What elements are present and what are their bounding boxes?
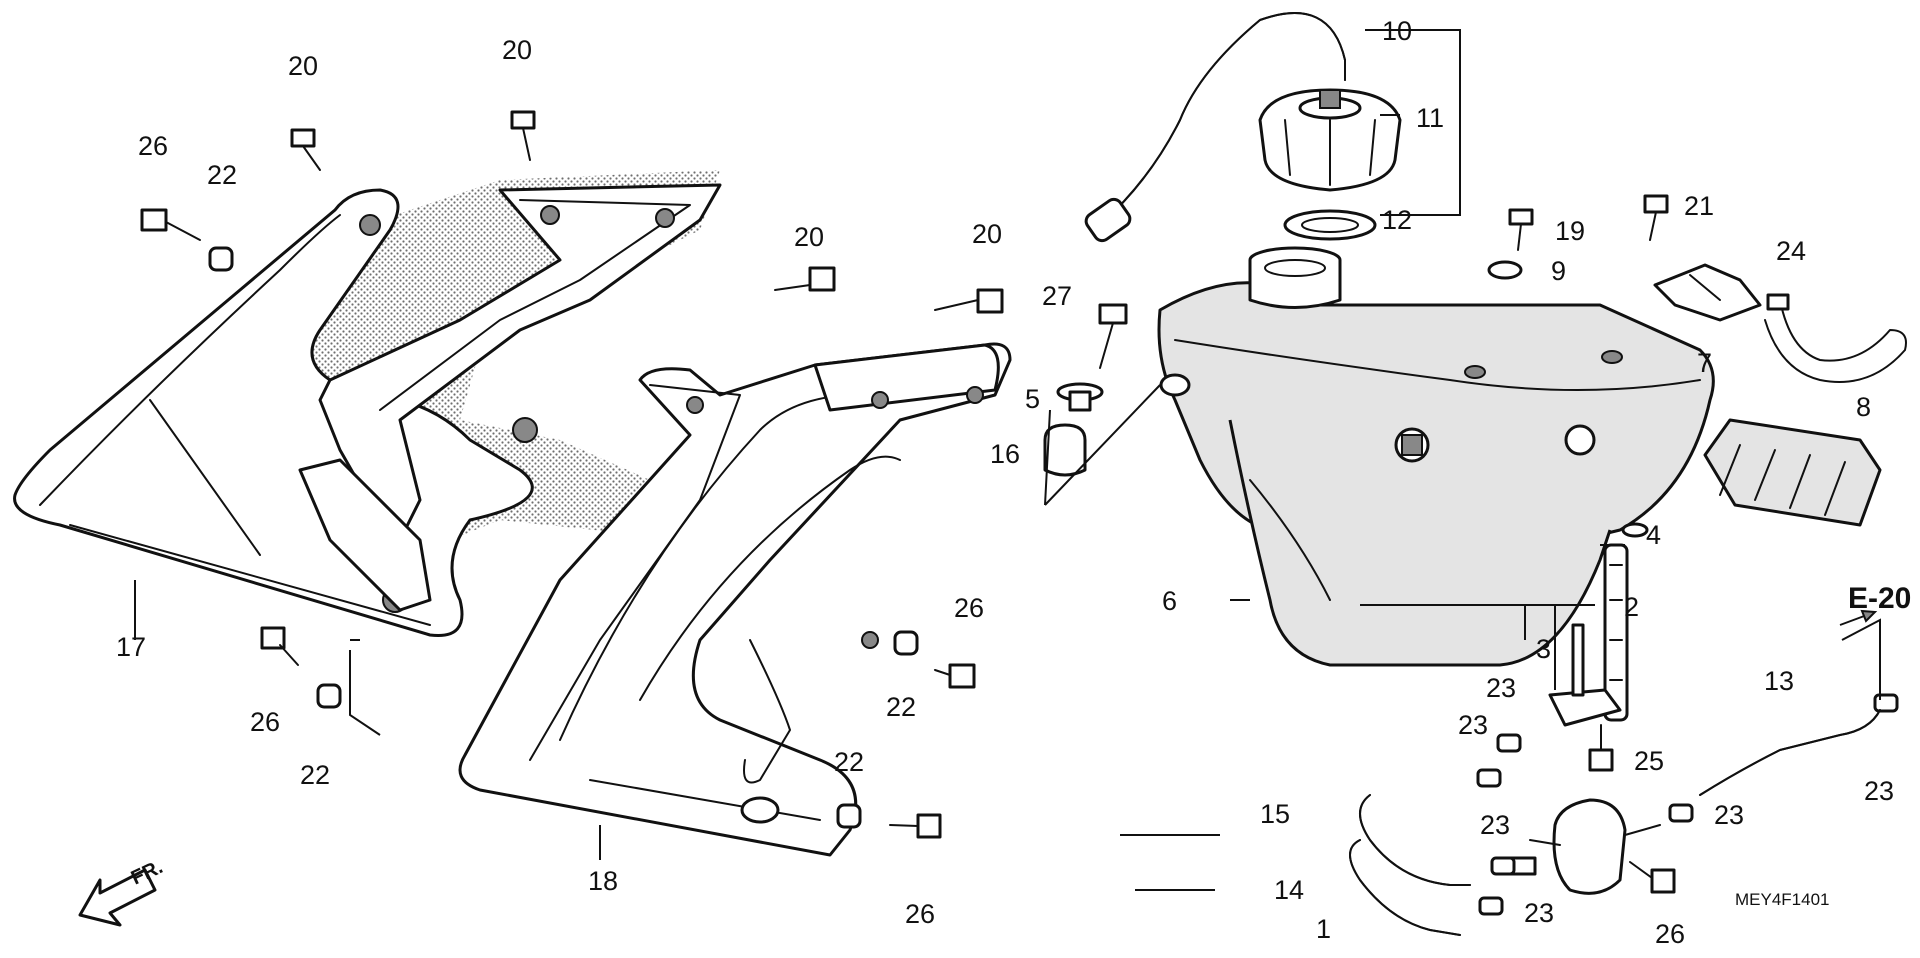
callout-25: 25 bbox=[1634, 746, 1664, 776]
callout-26-group: 26 26 26 26 26 bbox=[138, 131, 1685, 949]
callout-22-b: 22 bbox=[300, 760, 330, 790]
callout-22-c: 22 bbox=[886, 692, 916, 722]
callout-11: 11 bbox=[1416, 103, 1444, 133]
leader-lines bbox=[134, 29, 1881, 891]
callout-16: 16 bbox=[990, 439, 1020, 469]
callout-17: 17 bbox=[116, 632, 146, 662]
callout-22-a: 22 bbox=[207, 160, 237, 190]
callout-23-d: 23 bbox=[1524, 898, 1554, 928]
callout-7: 7 bbox=[1697, 348, 1712, 378]
fuel-tank-part-6 bbox=[1157, 246, 1715, 667]
callout-3: 3 bbox=[1536, 634, 1551, 664]
callout-26-e: 26 bbox=[1655, 919, 1685, 949]
callout-23-c: 23 bbox=[1480, 810, 1510, 840]
callout-20-c: 20 bbox=[794, 222, 824, 252]
callout-18: 18 bbox=[588, 866, 618, 896]
callout-23-group: 23 23 23 23 23 23 bbox=[1458, 673, 1894, 928]
callout-23-e: 23 bbox=[1714, 800, 1744, 830]
right-shroud-part-18 bbox=[458, 342, 1012, 857]
callout-23-a: 23 bbox=[1486, 673, 1516, 703]
callout-15: 15 bbox=[1260, 799, 1290, 829]
diagram-code: MEY4F1401 bbox=[1735, 890, 1830, 909]
callout-20-a: 20 bbox=[288, 51, 318, 81]
callout-14: 14 bbox=[1274, 875, 1304, 905]
callout-23-b: 23 bbox=[1458, 710, 1488, 740]
callout-13: 13 bbox=[1764, 666, 1794, 696]
callout-9: 9 bbox=[1551, 256, 1566, 286]
callout-26-a: 26 bbox=[138, 131, 168, 161]
reference-label: E-20 bbox=[1848, 582, 1911, 615]
front-direction-arrow-icon: FR. bbox=[78, 856, 166, 927]
callout-20-b: 20 bbox=[502, 35, 532, 65]
callout-21: 21 bbox=[1684, 191, 1714, 221]
callout-4: 4 bbox=[1646, 520, 1661, 550]
fuel-valve-and-hoses bbox=[1349, 543, 1899, 936]
callout-19: 19 bbox=[1555, 216, 1585, 246]
reference-pointer: E-20 bbox=[1839, 582, 1911, 626]
callout-6: 6 bbox=[1162, 586, 1177, 616]
callout-22-d: 22 bbox=[834, 747, 864, 777]
fuel-cap-assembly bbox=[1084, 12, 1402, 243]
callout-24: 24 bbox=[1776, 236, 1806, 266]
clip-band-pad bbox=[1653, 263, 1907, 527]
callout-26-d: 26 bbox=[905, 899, 935, 929]
callout-27: 27 bbox=[1042, 281, 1072, 311]
callout-22-group: 22 22 22 22 bbox=[207, 160, 916, 790]
callout-20-d: 20 bbox=[972, 219, 1002, 249]
callout-numbers: 1 2 3 4 5 6 7 8 9 10 11 12 13 14 15 16 1… bbox=[116, 16, 1894, 949]
fasteners bbox=[140, 110, 1676, 894]
callout-20-group: 20 20 20 20 bbox=[288, 35, 1002, 252]
callout-5: 5 bbox=[1025, 384, 1040, 414]
callout-23-f: 23 bbox=[1864, 776, 1894, 806]
callout-2: 2 bbox=[1624, 592, 1639, 622]
callout-8: 8 bbox=[1856, 392, 1871, 422]
callout-12: 12 bbox=[1382, 205, 1412, 235]
callout-26-b: 26 bbox=[250, 707, 280, 737]
callout-26-c: 26 bbox=[954, 593, 984, 623]
left-shroud-part-17 bbox=[13, 170, 740, 638]
callout-1: 1 bbox=[1316, 914, 1331, 944]
callout-10: 10 bbox=[1382, 16, 1412, 46]
